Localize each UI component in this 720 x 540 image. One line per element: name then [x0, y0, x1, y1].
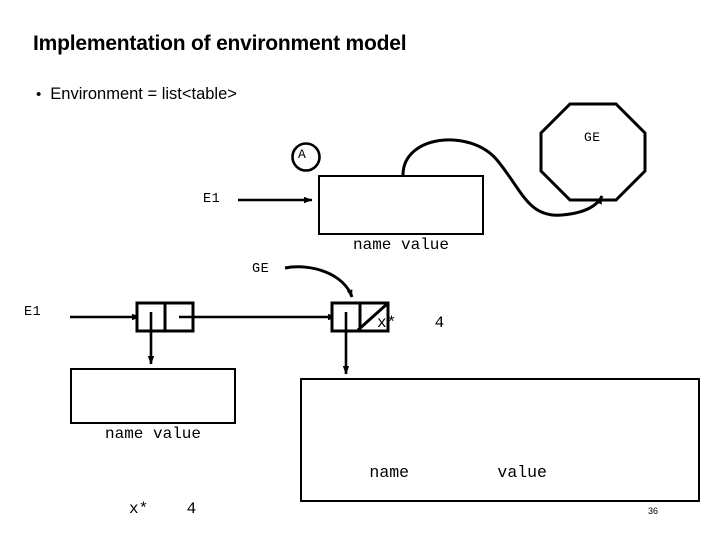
top-frame-table-row: x* 4: [357, 314, 445, 332]
bottom-global-env-label: GE: [252, 262, 270, 277]
bottom-env-pointer-label: E1: [24, 305, 42, 320]
bullet-text: Environment = list<table>: [50, 85, 237, 103]
top-frame-to-global-arrow: [401, 138, 604, 217]
page-number: 36: [648, 506, 659, 516]
first-frame-table-header: name value: [104, 425, 201, 443]
global-env-octagon: [539, 102, 647, 202]
frame-circle-label-a: A: [298, 147, 307, 162]
top-frame-table: name value x* 4: [318, 175, 484, 332]
first-frame-table-row: x* 4: [109, 500, 197, 518]
nil-slash: [356, 302, 389, 332]
page-title: Implementation of environment model: [33, 32, 407, 55]
first-frame-table: name value x* 4: [70, 368, 236, 518]
global-env-octagon-label: GE: [584, 130, 601, 145]
global-frame-header-value: value: [497, 463, 547, 482]
bullet-marker-icon: •: [36, 86, 42, 103]
bullet-item: • Environment = list<table>: [36, 85, 237, 104]
global-frame-header-name: name: [369, 463, 410, 482]
top-env-pointer-label: E1: [203, 192, 221, 207]
frame-circle-a: [291, 142, 321, 172]
ge-label-arrow: [284, 265, 354, 298]
top-frame-table-header: name value: [352, 236, 449, 254]
global-frame-table-header-row: name value: [310, 435, 698, 510]
